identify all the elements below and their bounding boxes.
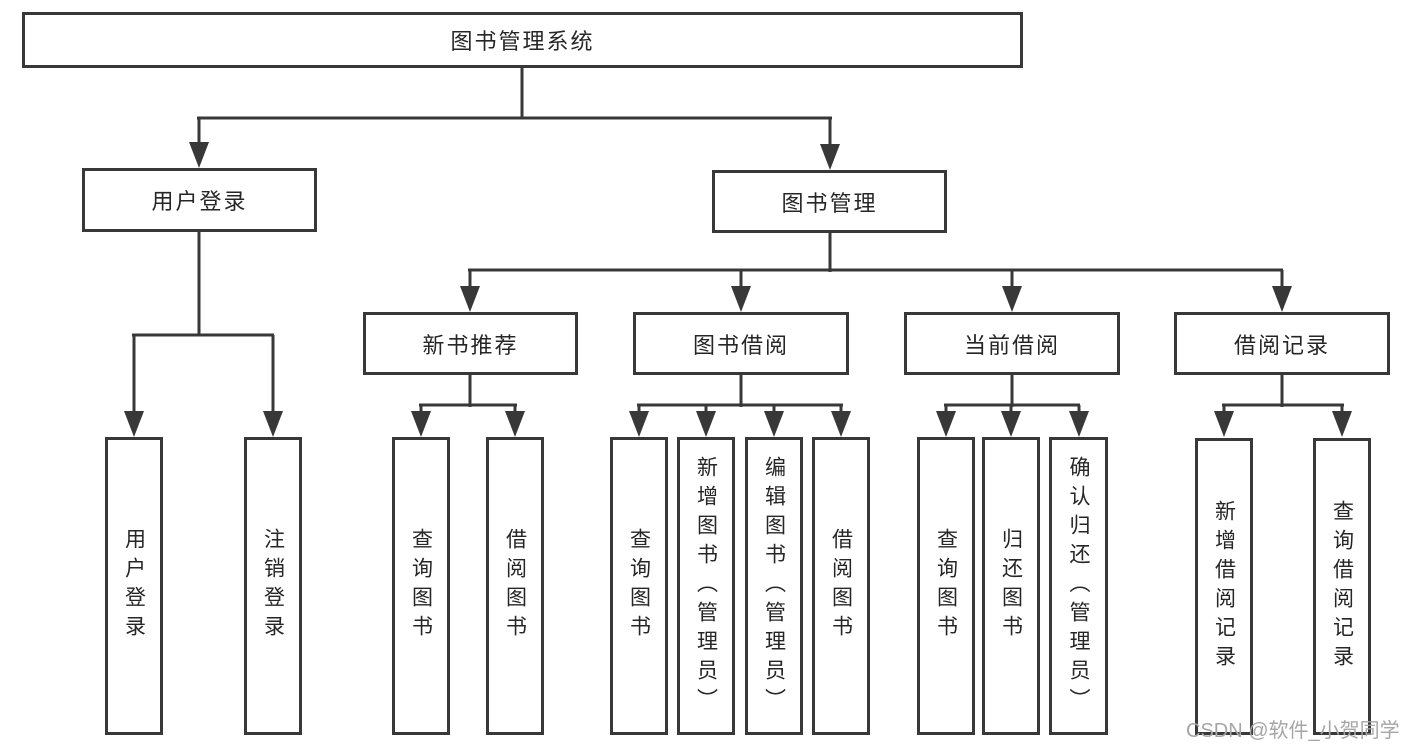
node-cb-query-books: 查询图书 (917, 437, 975, 735)
node-user-login-group: 用户登录 (82, 168, 317, 232)
node-user-login-label: 用户登录 (122, 528, 146, 644)
node-borrowing-records-label: 借阅记录 (1233, 332, 1330, 358)
node-logout-label: 注销登录 (261, 528, 285, 644)
node-bb-add-books-label: 新增图书（管理员） (694, 455, 718, 717)
node-new-book-recommend-label: 新书推荐 (422, 332, 519, 358)
node-bb-borrow-books-label: 借阅图书 (829, 528, 853, 644)
node-br-add-record: 新增借阅记录 (1195, 438, 1253, 735)
node-cb-query-books-label: 查询图书 (934, 528, 958, 644)
node-bb-query-books-label: 查询图书 (627, 528, 651, 644)
node-book-borrowing: 图书借阅 (633, 312, 849, 375)
node-bb-add-books: 新增图书（管理员） (677, 437, 735, 735)
node-br-query-record: 查询借阅记录 (1313, 438, 1371, 735)
node-book-management-label: 图书管理 (781, 190, 878, 216)
node-book-management: 图书管理 (712, 170, 947, 233)
node-cb-confirm-return-label: 确认归还（管理员） (1067, 455, 1091, 717)
node-br-query-record-label: 查询借阅记录 (1330, 499, 1354, 674)
watermark: CSDN @软件_小贺同学 (1186, 720, 1400, 742)
node-current-borrowing-label: 当前借阅 (963, 332, 1060, 358)
node-nb-query-books-label: 查询图书 (409, 528, 433, 644)
node-root: 图书管理系统 (22, 12, 1023, 68)
node-br-add-record-label: 新增借阅记录 (1212, 499, 1236, 674)
node-cb-return-books: 归还图书 (982, 437, 1040, 735)
node-cb-return-books-label: 归还图书 (999, 528, 1023, 644)
node-user-login-group-label: 用户登录 (151, 189, 248, 214)
node-user-login: 用户登录 (105, 437, 163, 735)
node-current-borrowing: 当前借阅 (904, 312, 1120, 375)
node-nb-borrow-books-label: 借阅图书 (503, 528, 527, 644)
node-bb-query-books: 查询图书 (610, 437, 668, 735)
node-root-label: 图书管理系统 (450, 29, 595, 54)
node-nb-borrow-books: 借阅图书 (486, 437, 544, 735)
node-bb-edit-books-label: 编辑图书（管理员） (762, 455, 786, 717)
node-new-book-recommend: 新书推荐 (363, 312, 578, 375)
node-cb-confirm-return: 确认归还（管理员） (1049, 437, 1108, 735)
node-bb-edit-books: 编辑图书（管理员） (745, 437, 803, 735)
node-book-borrowing-label: 图书借阅 (692, 332, 789, 358)
node-borrowing-records: 借阅记录 (1174, 312, 1390, 375)
node-nb-query-books: 查询图书 (392, 437, 450, 735)
node-bb-borrow-books: 借阅图书 (812, 437, 870, 735)
node-logout: 注销登录 (244, 437, 302, 735)
